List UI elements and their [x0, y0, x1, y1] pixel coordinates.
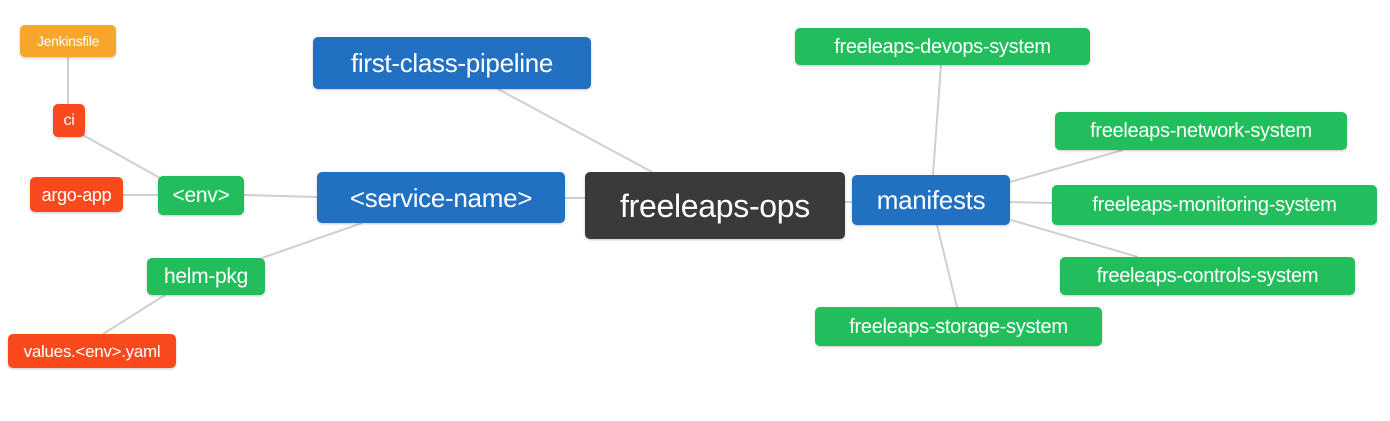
edge-first-class-pipeline-to-freeleaps-ops [497, 88, 653, 173]
node-freeleaps-monitoring-system[interactable]: freeleaps-monitoring-system [1052, 185, 1377, 225]
node-label: ci [63, 111, 75, 129]
node-freeleaps-controls-system[interactable]: freeleaps-controls-system [1060, 257, 1355, 295]
node-freeleaps-network-system[interactable]: freeleaps-network-system [1055, 112, 1347, 150]
edge-manifests-to-freeleaps-monitoring-system [1009, 201, 1053, 204]
node-label: helm-pkg [164, 265, 248, 288]
node-helm-pkg[interactable]: helm-pkg [147, 258, 265, 295]
edge-helm-pkg-to-service-name [261, 222, 363, 259]
edge-values-env-yaml-to-helm-pkg [102, 294, 166, 335]
edge-ci-to-env [80, 133, 161, 179]
node-manifests[interactable]: manifests [852, 175, 1010, 225]
node-ci[interactable]: ci [53, 104, 85, 137]
node-jenkinsfile[interactable]: Jenkinsfile [20, 25, 116, 57]
node-label: freeleaps-network-system [1090, 120, 1312, 142]
node-first-class-pipeline[interactable]: first-class-pipeline [313, 37, 591, 89]
node-label: freeleaps-controls-system [1096, 265, 1319, 287]
node-label: first-class-pipeline [350, 48, 554, 78]
node-values-env-yaml[interactable]: values.<env>.yaml [8, 334, 176, 368]
node-argo-app[interactable]: argo-app [30, 177, 123, 212]
node-label: argo-app [41, 184, 112, 205]
node-label: <env> [172, 184, 230, 207]
node-freeleaps-ops[interactable]: freeleaps-ops [585, 172, 845, 239]
node-freeleaps-devops-system[interactable]: freeleaps-devops-system [795, 28, 1090, 65]
node-label: freeleaps-storage-system [849, 315, 1068, 338]
node-label: freeleaps-ops [620, 187, 810, 224]
node-service-name[interactable]: <service-name> [317, 172, 565, 223]
edge-env-to-service-name [243, 194, 318, 198]
node-env[interactable]: <env> [158, 176, 244, 215]
edge-manifests-to-freeleaps-devops-system [932, 64, 942, 176]
edge-manifests-to-freeleaps-storage-system [936, 224, 958, 308]
node-freeleaps-storage-system[interactable]: freeleaps-storage-system [815, 307, 1102, 346]
node-label: <service-name> [349, 182, 533, 213]
node-label: freeleaps-devops-system [834, 35, 1051, 58]
node-label: freeleaps-monitoring-system [1092, 194, 1337, 216]
node-label: values.<env>.yaml [23, 341, 161, 361]
node-label: manifests [876, 185, 986, 215]
node-label: Jenkinsfile [36, 33, 100, 49]
edge-manifests-to-freeleaps-network-system [1009, 149, 1124, 183]
edge-manifests-to-freeleaps-controls-system [1010, 219, 1139, 258]
